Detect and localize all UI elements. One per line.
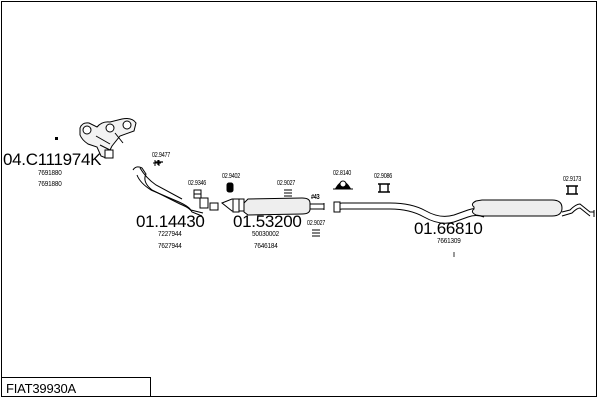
exhaust-manifold [55, 118, 137, 159]
fitting-label-02-9086: 02.9086 [374, 173, 393, 180]
fitting-02-9402 [226, 182, 234, 193]
part-ref-manifold-2: 7691880 [38, 179, 62, 188]
part-code-manifold: 04.C111974K [3, 150, 102, 169]
part-ref-front-pipe-1: 7227944 [158, 229, 182, 238]
part-ref-rear-silencer-1: 7661309 [437, 236, 461, 245]
fitting-label-02-8140: 02.8140 [333, 170, 352, 177]
fitting-02-8140 [333, 180, 353, 190]
fitting-02-9477 [153, 160, 161, 166]
part-code-middle-silencer: 01.53200 [233, 212, 302, 231]
fitting-label-02-9027-b: 02.9027 [307, 220, 326, 227]
fitting-02-9027-b [312, 229, 320, 237]
part-ref-manifold-1: 7691880 [38, 168, 62, 177]
marker-label: #43 [311, 194, 320, 201]
fitting-label-02-9402: 02.9402 [222, 173, 241, 180]
diagram-title: FIAT39930A [6, 381, 77, 396]
fitting-02-9346 [193, 189, 202, 199]
fitting-02-9173 [566, 185, 578, 195]
rear-silencer [333, 199, 595, 257]
part-code-rear-silencer: 01.66810 [414, 219, 483, 238]
part-ref-middle-silencer-1: 50030002 [252, 229, 280, 238]
part-code-front-pipe: 01.14430 [136, 212, 205, 231]
title-block: FIAT39930A [1, 377, 151, 397]
front-pipe [132, 160, 219, 217]
fitting-label-02-9173: 02.9173 [563, 176, 582, 183]
fitting-02-9086 [378, 183, 390, 193]
middle-silencer [221, 197, 325, 216]
fitting-02-9027-a [284, 189, 292, 197]
part-ref-front-pipe-2: 7627944 [158, 241, 182, 250]
fitting-label-02-9027-a: 02.9027 [277, 180, 296, 187]
part-ref-middle-silencer-2: 7646184 [254, 241, 278, 250]
fitting-label-02-9346: 02.9346 [188, 180, 207, 187]
fitting-label-02-9477: 02.9477 [152, 152, 171, 159]
